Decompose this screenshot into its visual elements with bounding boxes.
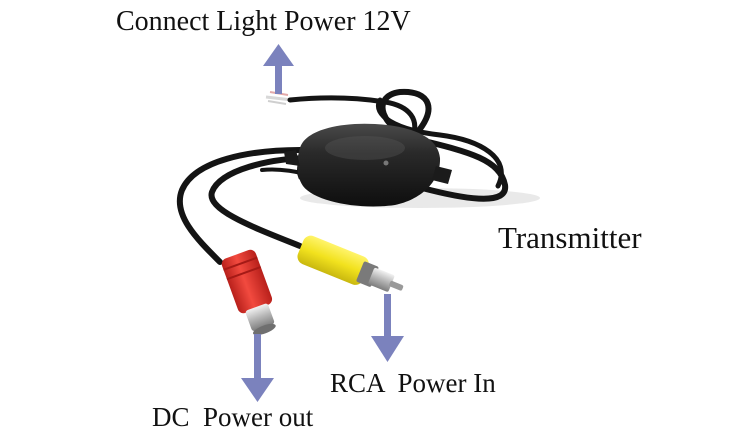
light-power-label: Connect Light Power 12V [116, 6, 411, 37]
transmitter-label: Transmitter [498, 220, 642, 255]
arrow-down-icon [371, 294, 404, 362]
dc-plug [221, 249, 276, 336]
dc-power-out-label: DC Power out [152, 402, 314, 432]
cables [177, 88, 509, 265]
arrow-down-icon [241, 334, 274, 402]
arrow-up-icon [263, 44, 294, 94]
rca-plug [297, 235, 404, 292]
rca-power-in-label: RCA Power In [330, 368, 496, 398]
transmitter-box [284, 123, 452, 207]
